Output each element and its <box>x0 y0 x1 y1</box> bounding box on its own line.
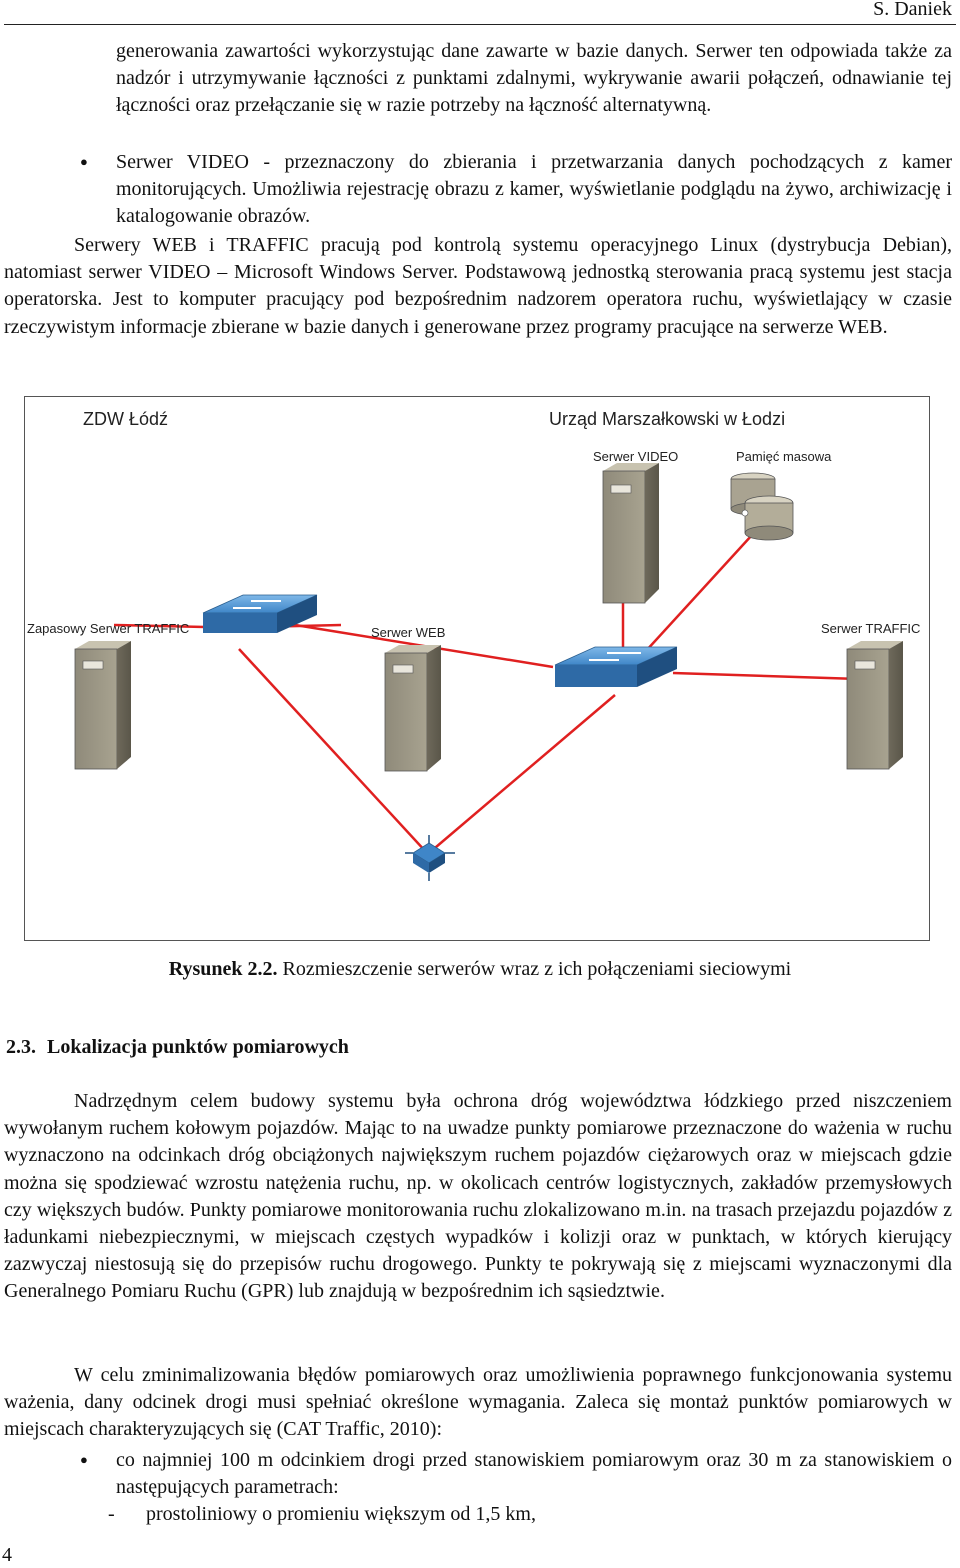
link-left-switch-to-hub <box>238 648 428 854</box>
server-backup-traffic-icon <box>74 641 131 770</box>
bullet-marker: ● <box>80 154 88 169</box>
server-video-icon <box>602 463 659 604</box>
bullet-marker: ● <box>80 1452 88 1467</box>
network-links <box>113 534 860 854</box>
dash-item-straight-road: prostoliniowy o promieniu większym od 1,… <box>146 1503 536 1525</box>
bullet-100m-requirement: co najmniej 100 m odcinkiem drogi przed … <box>116 1449 952 1499</box>
switch-right-icon <box>554 646 678 687</box>
page-header: S. Daniek <box>0 0 960 26</box>
link-right-switch-to-hub <box>428 694 616 854</box>
section-heading: 2.3. Lokalizacja punktów pomiarowych <box>6 1036 349 1059</box>
link-switch-to-traffic <box>672 671 860 681</box>
figure-caption: Rysunek 2.2. Rozmieszczenie serwerów wra… <box>0 958 960 981</box>
server-traffic-icon <box>846 641 903 770</box>
switch-left-icon <box>202 594 318 633</box>
server-web-icon <box>384 645 441 772</box>
label-pamiec-masowa: Pamięć masowa <box>736 449 832 464</box>
page-number: 4 <box>2 1544 12 1566</box>
link-storage-to-switch <box>644 534 753 653</box>
dash-marker: - <box>108 1503 115 1525</box>
label-urzad-marszalkowski: Urząd Marszałkowski w Łodzi <box>549 409 785 429</box>
header-rule <box>4 24 956 25</box>
link-backup-to-switch <box>113 623 206 629</box>
label-serwer-video: Serwer VIDEO <box>593 449 678 464</box>
section-title: Lokalizacja punktów pomiarowych <box>47 1036 349 1058</box>
network-hub-icon <box>405 835 455 881</box>
bullet-video-server: Serwer VIDEO - przeznaczony do zbierania… <box>116 151 952 228</box>
label-serwer-web: Serwer WEB <box>371 625 445 640</box>
intro-continuation: generowania zawartości wykorzystując dan… <box>116 40 952 117</box>
paragraph-servers: Serwery WEB i TRAFFIC pracują pod kontro… <box>4 234 952 338</box>
caption-text: Rozmieszczenie serwerów wraz z ich połąc… <box>277 958 792 980</box>
label-zapasowy-serwer-traffic: Zapasowy Serwer TRAFFIC <box>27 621 189 636</box>
mass-storage-icon <box>730 472 794 541</box>
paragraph-goal: Nadrzędnym celem budowy systemu była och… <box>4 1090 952 1303</box>
label-zdw-lodz: ZDW Łódź <box>83 409 168 429</box>
author-name: S. Daniek <box>873 0 952 20</box>
label-serwer-traffic: Serwer TRAFFIC <box>821 621 920 636</box>
caption-label: Rysunek 2.2. <box>168 958 278 980</box>
paragraph-minimize-errors: W celu zminimalizowania błędów pomiarowy… <box>4 1364 952 1441</box>
network-diagram: ZDW Łódź Urząd Marszałkowski w Łodzi Ser… <box>24 396 930 941</box>
section-number: 2.3. <box>6 1036 36 1058</box>
